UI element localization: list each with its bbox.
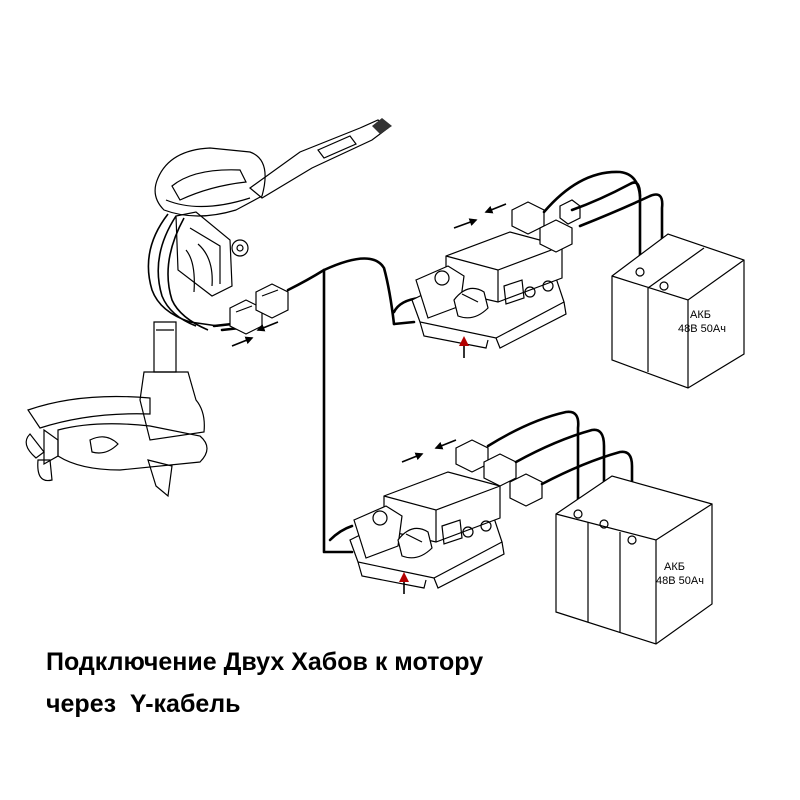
battery-icon: АКБ 48В 50Ач [555, 475, 713, 645]
outboard-motor-icon [25, 118, 392, 498]
arrow-icon [453, 218, 478, 229]
battery-spec-bottom: 48В 50Ач [656, 575, 704, 587]
arrow-icon [401, 452, 424, 463]
connector-icon [511, 199, 581, 253]
arrow-icon [484, 203, 507, 214]
connector-icon [229, 283, 289, 335]
connector-icon [455, 439, 543, 507]
arrow-icon [434, 439, 457, 450]
hub-icon [349, 471, 505, 589]
caption-line-1: Подключение Двух Хабов к мотору [46, 648, 484, 676]
battery-spec-top: 48В 50Ач [678, 323, 726, 335]
arrow-icon [231, 336, 254, 347]
caption-line-2: через Y-кабель [46, 690, 241, 718]
hub-icon [411, 231, 567, 349]
battery-label-top: АКБ [690, 309, 711, 321]
battery-icon: АКБ 48В 50Ач [611, 233, 745, 389]
arrow-icon [256, 321, 279, 332]
battery-label-bottom: АКБ [664, 561, 685, 573]
